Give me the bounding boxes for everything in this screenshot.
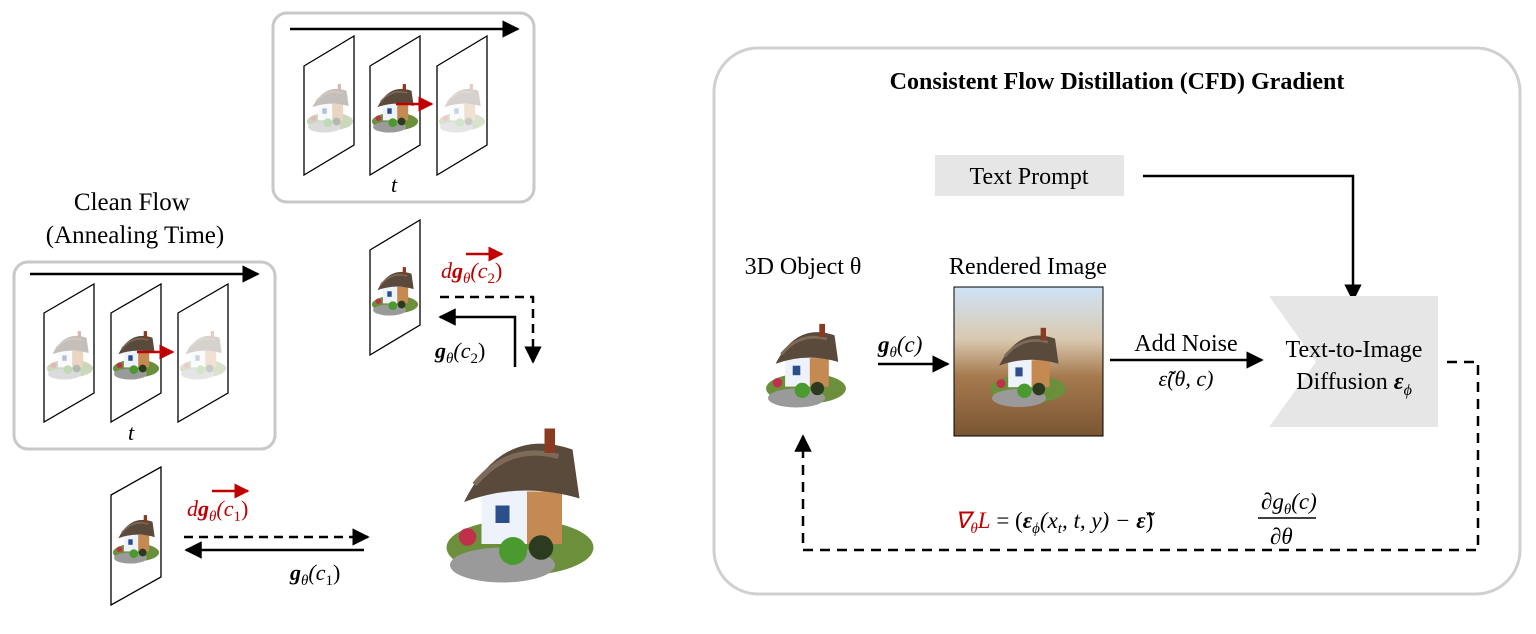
svg-text:dgθ(c1): dgθ(c1) (187, 496, 248, 525)
svg-text:dgθ(c2): dgθ(c2) (441, 258, 502, 287)
add-noise-label: Add Noise (1134, 331, 1237, 357)
svg-text:∂gθ(c): ∂gθ(c) (1261, 489, 1317, 518)
top-flow-frame-1 (303, 34, 355, 177)
diffusion-label-line2: Diffusion εϕ (1296, 369, 1412, 399)
diffusion-model-shape (1269, 296, 1438, 427)
noise-symbol: ε̃(θ, c) (1159, 366, 1214, 391)
svg-text:∇θL = (εϕ(xt, t, y) − ε̃): ∇θL = (εϕ(xt, t, y) − ε̃) (955, 508, 1156, 537)
dg-c2-label: dgθ(c2) (441, 246, 504, 287)
g-c2-solid-arrow (438, 308, 517, 367)
clean-flow-frame-1 (43, 282, 95, 424)
clean-flow-frame-3 (177, 282, 229, 424)
large-3d-house-image (447, 429, 594, 583)
clean-flow-title-line2: (Annealing Time) (46, 222, 224, 249)
view-c2-frame (369, 218, 421, 357)
text-prompt-label: Text Prompt (970, 164, 1089, 190)
rendered-image (953, 286, 1104, 437)
diffusion-label-line1: Text-to-Image (1286, 337, 1423, 363)
object-label: 3D Object θ (745, 254, 862, 280)
g-c2-label: gθ(c2) (434, 338, 485, 367)
svg-text:∂θ: ∂θ (1270, 524, 1293, 549)
clean-flow-frame-2 (110, 282, 162, 424)
top-flow-frame-3 (436, 34, 488, 177)
g-c1-label: gθ(c1) (289, 560, 340, 589)
clean-flow-title-line1: Clean Flow (74, 189, 190, 216)
render-fn-label: gθ(c) (877, 332, 922, 361)
prompt-to-diffusion-arrow (1143, 174, 1362, 302)
clean-flow-title: Clean Flow (Annealing Time) (46, 189, 224, 249)
top-flow-frame-2 (369, 34, 421, 177)
cfd-panel (712, 46, 1522, 596)
rendered-image-label: Rendered Image (949, 254, 1107, 280)
dg-c1-label: dgθ(c1) (187, 483, 250, 525)
view-c1-frame (110, 465, 162, 607)
dg-c2-dashed-arrow (440, 295, 542, 364)
text-prompt-box (935, 155, 1124, 196)
gradient-formula: ∇θL = (εϕ(xt, t, y) − ε̃) ∂gθ(c) ∂θ (955, 489, 1317, 549)
top-flow-t-label: t (391, 172, 398, 197)
cfd-title: Consistent Flow Distillation (CFD) Gradi… (890, 69, 1345, 95)
clean-flow-t-label: t (128, 420, 135, 445)
feedback-dashed-arrow (794, 360, 1480, 552)
